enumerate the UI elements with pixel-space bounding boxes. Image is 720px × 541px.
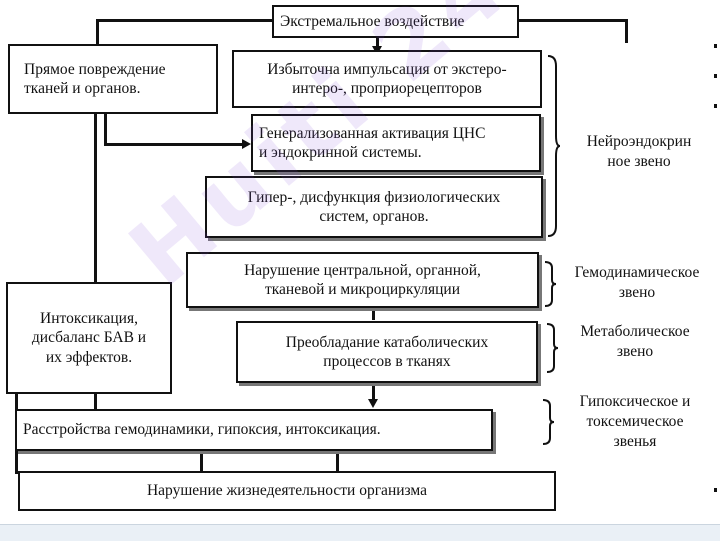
label-hemodynamic: Гемодинамическое звено [557, 263, 717, 303]
box-disorders-text: Расстройства гемодинамики, гипоксия, инт… [23, 421, 381, 439]
box-hyper-dysfunction: Гипер-, дисфункция физиологических систе… [205, 176, 543, 238]
brace-hypoxic [542, 399, 555, 445]
connector-intox-to-disorders [94, 394, 97, 410]
arrow-to-cns [242, 139, 251, 149]
edge-mark [714, 74, 717, 78]
connector-direct-to-cns-h [104, 143, 244, 146]
connector-top-left-h [96, 19, 272, 22]
connector-top-left-v [96, 19, 99, 45]
box-final-text: Нарушение жизнедеятельности организма [146, 482, 428, 500]
brace-hemodynamic [544, 261, 557, 307]
box-hyper-dysfunction-text: Гипер-, дисфункция физиологических систе… [247, 188, 501, 225]
arrow-to-disorders [368, 399, 378, 408]
box-direct-damage-text: Прямое повреждение тканей и органов. [24, 60, 166, 97]
box-extreme-impact-text: Экстремальное воздействие [280, 12, 465, 30]
label-hypoxic: Гипоксическое и токсемическое звенья [560, 392, 710, 452]
box-circulation-text: Нарушение центральной, органной, тканево… [244, 261, 481, 298]
connector-disorders-final-b [336, 451, 339, 471]
connector-direct-to-cns-v [104, 113, 107, 146]
box-receptor-impulse: Избыточна импульсация от экстеро- интеро… [232, 50, 542, 108]
box-intoxication: Интоксикация, дисбаланс БАВ и их эффекто… [6, 282, 172, 394]
connector-top-right-v [625, 19, 628, 43]
slide-bottom-bar [0, 524, 720, 541]
brace-metabolic [546, 323, 559, 373]
label-hypoxic-text: Гипоксическое и токсемическое звенья [579, 393, 691, 451]
box-disorders: Расстройства гемодинамики, гипоксия, инт… [15, 409, 493, 451]
label-neuroendocrine-text: Нейроэндокрин ное звено [586, 133, 692, 171]
connector-top-down [376, 36, 379, 50]
box-extreme-impact: Экстремальное воздействие [272, 5, 519, 38]
edge-mark [714, 104, 717, 108]
box-cns-activation: Генерализованная активация ЦНС и эндокри… [251, 114, 541, 172]
connector-direct-to-intox [94, 113, 97, 283]
box-receptor-impulse-text: Избыточна импульсация от экстеро- интеро… [267, 60, 507, 97]
box-circulation: Нарушение центральной, органной, тканево… [186, 252, 539, 308]
brace-neuroendocrine [547, 55, 561, 237]
label-metabolic: Метаболическое звено [560, 322, 710, 362]
label-metabolic-text: Метаболическое звено [580, 323, 690, 361]
connector-top-right-h [518, 19, 628, 22]
box-catabolic: Преобладание катаболических процессов в … [236, 321, 538, 383]
edge-mark [714, 44, 717, 48]
label-neuroendocrine: Нейроэндокрин ное звено [564, 132, 714, 172]
box-catabolic-text: Преобладание катаболических процессов в … [285, 333, 489, 370]
box-cns-activation-text: Генерализованная активация ЦНС и эндокри… [259, 124, 486, 161]
connector-disorders-final-a [200, 451, 203, 471]
box-direct-damage: Прямое повреждение тканей и органов. [8, 44, 218, 114]
label-hemodynamic-text: Гемодинамическое звено [574, 264, 700, 302]
box-final: Нарушение жизнедеятельности организма [18, 471, 556, 511]
connector-circulation-down [372, 302, 375, 320]
box-intoxication-text: Интоксикация, дисбаланс БАВ и их эффекто… [31, 309, 147, 366]
edge-mark [714, 488, 717, 492]
connector-catabolic-down [372, 382, 375, 402]
